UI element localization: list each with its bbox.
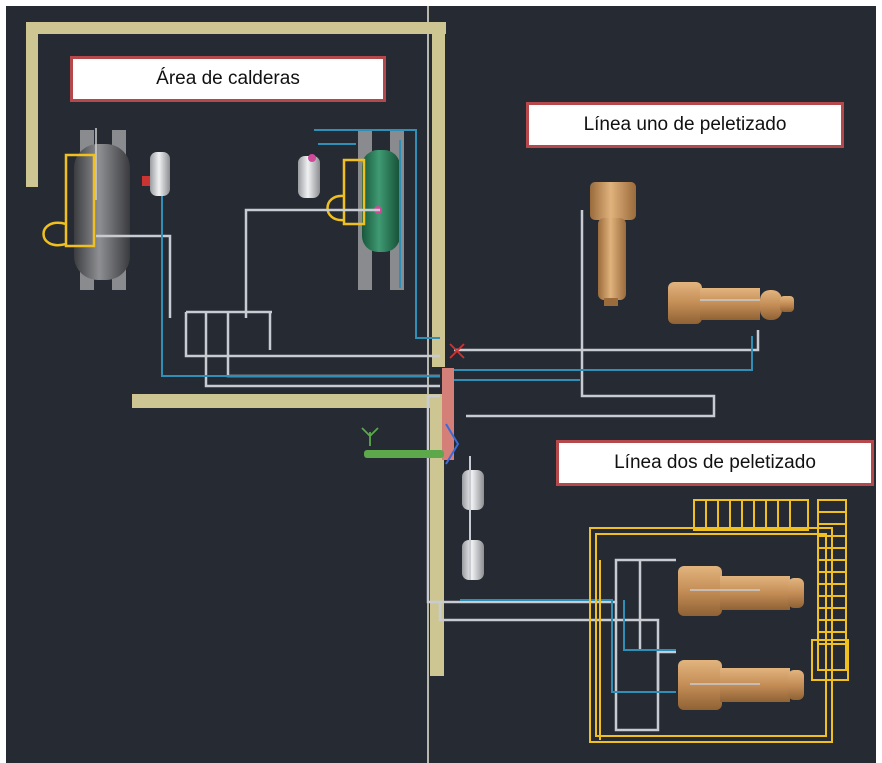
small-tanks-boiler-area [142,152,382,214]
line-two-structure [589,499,849,743]
line-two-pellet-machine-upper [678,566,804,616]
boiler-yellow-loop [42,153,96,248]
water-pipes [161,129,753,693]
label-line-two: Línea dos de peletizado [556,440,874,486]
building-walls [26,22,446,676]
central-header [361,343,465,465]
condensate-tanks [462,456,484,580]
line-two-pellet-machine-lower [678,660,804,710]
steam-pipes [184,208,760,732]
label-boiler-area: Área de calderas [70,56,386,102]
label-line-one: Línea uno de peletizado [526,102,844,148]
green-boiler-yellow-loop [326,158,366,226]
line-one-cooler [590,182,636,306]
line-one-pellet-machine [668,282,794,324]
